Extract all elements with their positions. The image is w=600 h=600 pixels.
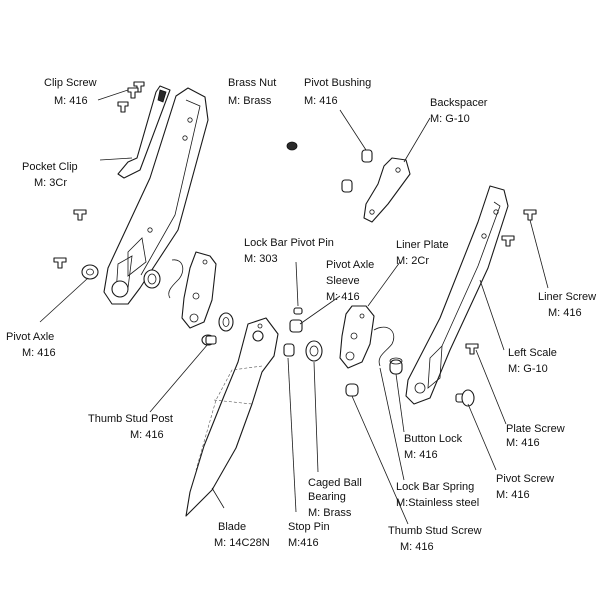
label-brass-nut: Brass Nut M: Brass [228, 77, 276, 107]
handle-screw-part [73, 209, 87, 221]
thumb-stud-screw-part [345, 383, 359, 397]
button-lock-part [389, 357, 403, 375]
lock-bar-pivot-pin-name: Lock Bar Pivot Pin [244, 237, 334, 249]
liner-plate-material: M: 2Cr [396, 255, 429, 267]
clip-screw-parts [117, 81, 145, 113]
left-scale-material: M: G-10 [508, 363, 548, 375]
label-caged-ball-bearing: Caged Ball Bearing M: Brass [308, 477, 362, 519]
thumb-stud-screw-name: Thumb Stud Screw [388, 525, 482, 537]
label-pivot-axle: Pivot Axle M: 416 [6, 331, 56, 359]
stop-pin-part [283, 343, 295, 357]
blade-washer-part [218, 312, 234, 332]
lock-bar-pivot-pin-part [293, 307, 303, 315]
caged-ball-bearing-name2: Bearing [308, 491, 346, 503]
pivot-axle-sleeve-name1: Pivot Axle [326, 259, 374, 271]
lock-bar-spring-part [373, 326, 395, 367]
liner-plate-name: Liner Plate [396, 239, 449, 251]
pivot-bushing-name: Pivot Bushing [304, 77, 371, 89]
stop-pin-material: M:416 [288, 537, 319, 549]
backspacer-material: M: G-10 [430, 113, 470, 125]
plate-screw-part [465, 343, 479, 355]
label-thumb-stud-post: Thumb Stud Post M: 416 [88, 413, 173, 441]
liner-screw-part [523, 209, 537, 221]
leader-lines [39, 89, 549, 525]
pivot-axle-part [81, 264, 99, 280]
caged-ball-bearing-material: M: Brass [308, 507, 352, 519]
pivot-bushing-part [341, 149, 373, 193]
clip-spring-part [168, 259, 184, 299]
lock-bar-spring-name: Lock Bar Spring [396, 481, 474, 493]
label-button-lock: Button Lock M: 416 [404, 433, 463, 461]
pivot-axle-sleeve-material: M: 416 [326, 291, 360, 303]
right-liner-part [181, 251, 217, 329]
washer-part [143, 269, 161, 289]
blade-name: Blade [218, 521, 246, 533]
right-scale-part [103, 87, 209, 305]
pivot-axle-sleeve-name2: Sleeve [326, 275, 360, 287]
handle-screw-part-2 [53, 257, 67, 269]
pocket-clip-material: M: 3Cr [34, 177, 67, 189]
label-clip-screw: Clip Screw M: 416 [44, 77, 97, 107]
label-pivot-axle-sleeve: Pivot Axle Sleeve M: 416 [326, 259, 374, 303]
thumb-stud-post-name: Thumb Stud Post [88, 413, 173, 425]
label-pivot-bushing: Pivot Bushing M: 416 [304, 77, 371, 107]
label-backspacer: Backspacer M: G-10 [430, 97, 488, 125]
brass-nut-name: Brass Nut [228, 77, 276, 89]
pivot-screw-name: Pivot Screw [496, 473, 554, 485]
button-lock-name: Button Lock [404, 433, 463, 445]
lock-bar-pivot-pin-material: M: 303 [244, 253, 278, 265]
stop-pin-name: Stop Pin [288, 521, 330, 533]
label-plate-screw: Plate Screw M: 416 [506, 423, 565, 449]
caged-ball-bearing-name1: Caged Ball [308, 477, 362, 489]
liner-plate-part [339, 305, 375, 369]
pocket-clip-name: Pocket Clip [22, 161, 78, 173]
label-lock-bar-pivot-pin: Lock Bar Pivot Pin M: 303 [244, 237, 334, 265]
blade-material: M: 14C28N [214, 537, 270, 549]
clip-screw-material: M: 416 [54, 95, 88, 107]
pivot-bushing-material: M: 416 [304, 95, 338, 107]
lock-bar-spring-material: M:Stainless steel [396, 497, 479, 509]
pivot-screw-material: M: 416 [496, 489, 530, 501]
pivot-axle-sleeve-part [289, 319, 303, 333]
liner-screw-name: Liner Screw [538, 291, 596, 303]
liner-screw-material: M: 416 [548, 307, 582, 319]
label-pivot-screw: Pivot Screw M: 416 [496, 473, 554, 501]
plate-screw-name: Plate Screw [506, 423, 565, 435]
brass-nut-material: M: Brass [228, 95, 272, 107]
pivot-screw-part [455, 389, 475, 407]
button-lock-material: M: 416 [404, 449, 438, 461]
pocket-clip-part [117, 85, 171, 179]
label-liner-plate: Liner Plate M: 2Cr [396, 239, 449, 267]
label-left-scale: Left Scale M: G-10 [508, 347, 557, 375]
backspacer-part [363, 157, 411, 223]
liner-screw-part-2 [501, 235, 515, 247]
clip-screw-name: Clip Screw [44, 77, 97, 89]
plate-screw-material: M: 416 [506, 437, 540, 449]
thumb-stud-post-part [201, 334, 217, 346]
label-thumb-stud-screw: Thumb Stud Screw M: 416 [388, 525, 482, 553]
pivot-axle-material: M: 416 [22, 347, 56, 359]
pivot-axle-name: Pivot Axle [6, 331, 54, 343]
label-blade: Blade M: 14C28N [214, 521, 270, 549]
left-scale-part [405, 185, 509, 405]
caged-ball-bearing-part [305, 340, 323, 362]
thumb-stud-screw-material: M: 416 [400, 541, 434, 553]
label-pocket-clip: Pocket Clip M: 3Cr [22, 161, 78, 189]
backspacer-name: Backspacer [430, 97, 488, 109]
blade-part [185, 317, 279, 517]
label-lock-bar-spring: Lock Bar Spring M:Stainless steel [396, 481, 479, 509]
label-stop-pin: Stop Pin M:416 [288, 521, 330, 549]
thumb-stud-post-material: M: 416 [130, 429, 164, 441]
left-scale-name: Left Scale [508, 347, 557, 359]
brass-nut-part [286, 141, 298, 151]
label-liner-screw: Liner Screw M: 416 [538, 291, 596, 319]
